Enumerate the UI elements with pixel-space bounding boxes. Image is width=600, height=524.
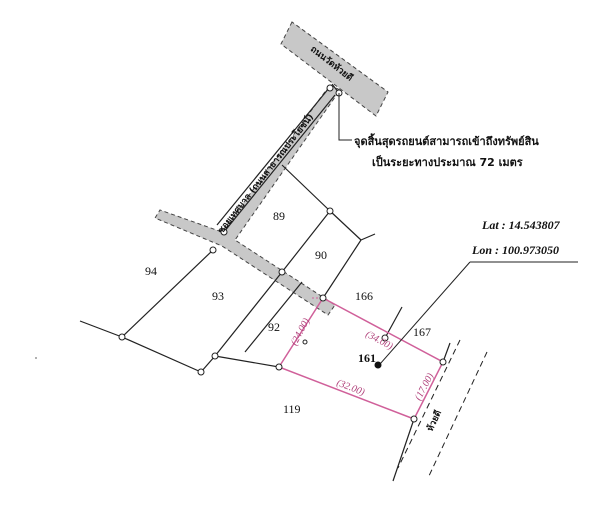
- right-road-edges: [397, 339, 488, 479]
- location-pin: [374, 361, 382, 369]
- survey-markers: [118, 84, 447, 423]
- parcel-90: 90: [315, 248, 327, 262]
- parcel-167: 167: [413, 325, 431, 339]
- latitude-label: Lat : 14.543807: [481, 218, 561, 232]
- right-road-label: ห้วยดี: [425, 408, 444, 433]
- parcel-93: 93: [212, 289, 224, 303]
- parcel-161: 161: [358, 351, 376, 365]
- parcel-119: 119: [283, 402, 301, 416]
- dimension-top: (34.00): [364, 329, 396, 353]
- parcel-89: 89: [273, 209, 285, 223]
- access-annotation-line1: จุดสิ้นสุดรถยนต์สามารถเข้าถึงทรัพย์สิน: [354, 133, 539, 149]
- parcel-92: 92: [268, 320, 280, 334]
- parcel-lines: [79, 83, 451, 482]
- longitude-label: Lon : 100.973050: [471, 243, 559, 257]
- parcel-94: 94: [145, 264, 157, 278]
- stray-mark: [35, 357, 37, 359]
- top-road: [280, 21, 389, 117]
- dimension-right: (17.00): [413, 371, 437, 403]
- access-annotation-line2: เป็นระยะทางประมาณ 72 เมตร: [372, 155, 523, 169]
- diagonal-road-label: ซอยเทศบาล (ถนนสาธารณประโยชน์): [215, 111, 316, 236]
- parcel-166: 166: [355, 289, 373, 303]
- dimension-left: (24.00): [289, 316, 313, 348]
- access-leader: [338, 93, 352, 141]
- coordinate-leader: [379, 261, 578, 365]
